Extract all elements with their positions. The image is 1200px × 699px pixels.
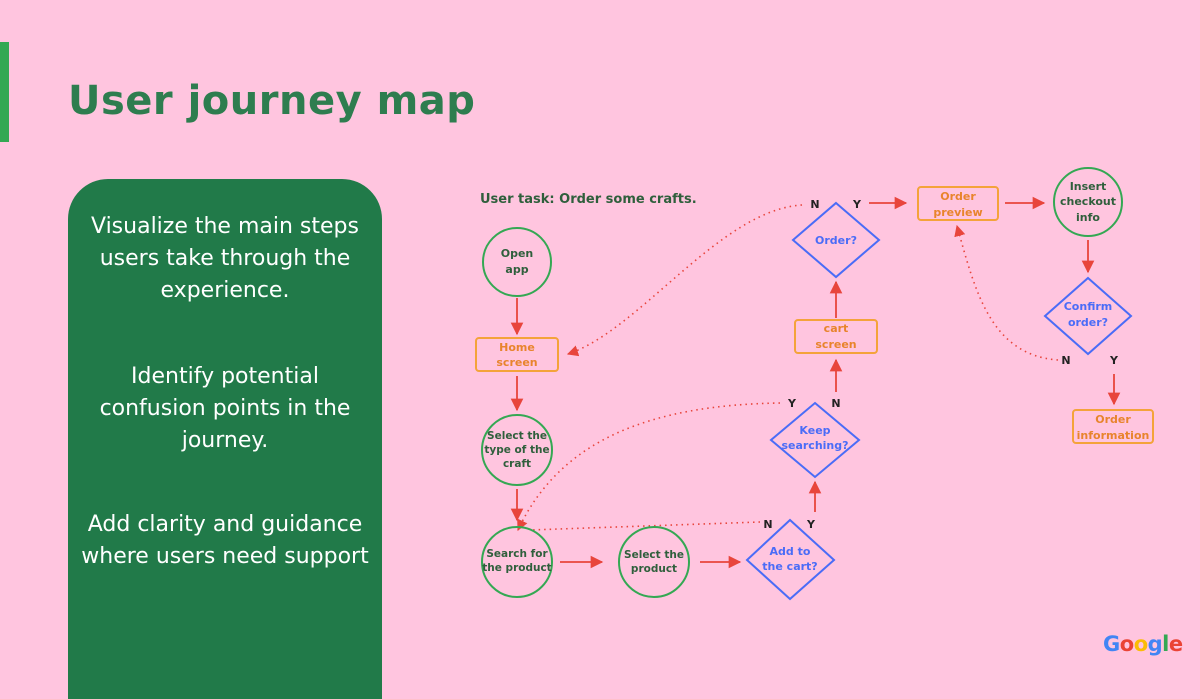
- node-insert-checkout: [1053, 167, 1123, 237]
- panel-point-1: Visualize the main steps users take thro…: [91, 214, 359, 303]
- solid-arrows: [510, 196, 1121, 569]
- diamond-nodes: [745, 201, 1133, 601]
- node-order-decision: [791, 201, 881, 279]
- svg-text:Order?: Order?: [815, 234, 857, 247]
- svg-text:N: N: [763, 518, 772, 531]
- svg-text:Y: Y: [852, 198, 862, 211]
- node-order-preview: [917, 186, 999, 221]
- branch-labels: N Y Y N N Y N Y: [763, 198, 1119, 531]
- node-add-to-cart: [745, 518, 836, 601]
- google-logo: Google: [1103, 632, 1183, 656]
- panel-point-3: Add clarity and guidance where users nee…: [81, 512, 369, 569]
- dotted-order-no-to-home: [566, 204, 803, 357]
- node-select-type: [481, 414, 553, 486]
- node-home-screen: [475, 337, 559, 372]
- logo-letter: G: [1103, 632, 1120, 656]
- circle-nodes: [481, 167, 1123, 598]
- dotted-keep-yes-to-search: [517, 402, 781, 532]
- node-select-product: [618, 526, 690, 598]
- node-confirm-order: [1043, 276, 1133, 356]
- logo-letter: o: [1119, 632, 1134, 656]
- node-open-app: [482, 227, 552, 297]
- logo-letter: l: [1162, 632, 1169, 656]
- svg-text:Y: Y: [1109, 354, 1119, 367]
- node-keep-searching: [769, 401, 861, 479]
- page-title: User journey map: [68, 78, 476, 124]
- panel-point-2: Identify potential confusion points in t…: [99, 364, 351, 453]
- node-cart-screen: [794, 319, 878, 354]
- logo-letter: g: [1147, 632, 1163, 656]
- node-order-information: [1072, 409, 1154, 444]
- svg-text:Y: Y: [787, 397, 797, 410]
- logo-letter: o: [1133, 632, 1148, 656]
- node-search-product: [481, 526, 553, 598]
- svg-text:N: N: [831, 397, 840, 410]
- info-panel: Visualize the main steps users take thro…: [68, 179, 382, 699]
- logo-letter: e: [1168, 632, 1183, 656]
- dotted-confirm-no-to-preview: [954, 224, 1059, 361]
- svg-text:N: N: [810, 198, 819, 211]
- user-task-label: User task: Order some crafts.: [480, 192, 697, 207]
- svg-text:N: N: [1061, 354, 1070, 367]
- accent-bar: [0, 42, 9, 142]
- journey-diagram: User task: Order some crafts.: [475, 167, 1154, 601]
- svg-text:Y: Y: [806, 518, 816, 531]
- rect-nodes: [475, 186, 1154, 444]
- dotted-connectors: [517, 204, 1059, 532]
